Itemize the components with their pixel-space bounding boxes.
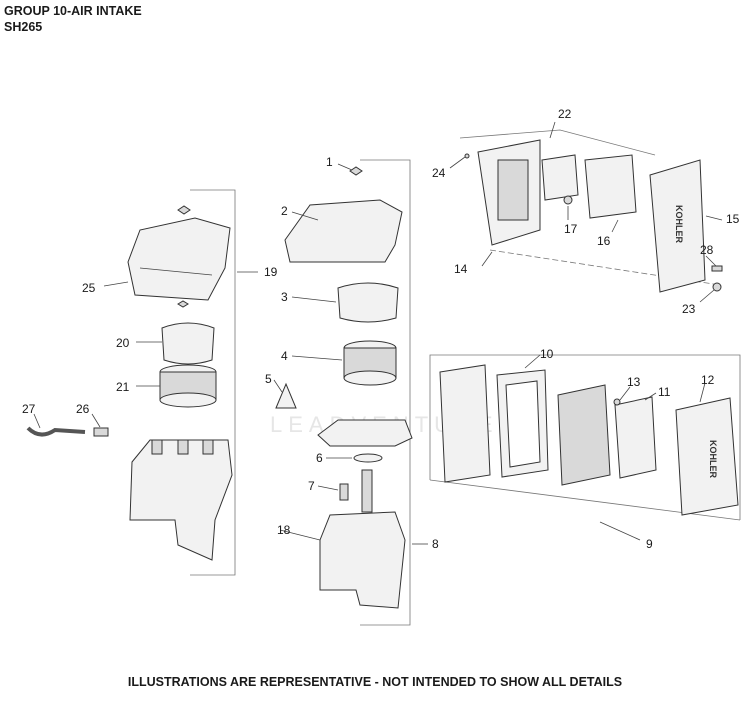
page-title: GROUP 10-AIR INTAKE xyxy=(4,4,142,18)
callout-1: 1 xyxy=(326,155,333,169)
hose-fitting-26 xyxy=(93,427,109,437)
callout-15: 15 xyxy=(726,212,740,226)
callout-6: 6 xyxy=(316,451,323,465)
model-code: SH265 xyxy=(4,20,43,34)
callout-11: 11 xyxy=(658,385,671,399)
kohler-logo-upper: KOHLER xyxy=(674,205,684,244)
callout-13: 13 xyxy=(627,375,641,389)
breather-hose-27 xyxy=(26,426,86,437)
callout-4: 4 xyxy=(281,349,288,363)
callout-16: 16 xyxy=(597,234,611,248)
callout-3: 3 xyxy=(281,290,288,304)
bolt-28 xyxy=(711,265,723,272)
nut-left xyxy=(177,300,189,308)
callout-7: 7 xyxy=(308,479,315,493)
callout-18: 18 xyxy=(277,523,291,537)
air-cleaner-cover-25 xyxy=(127,217,231,301)
callout-14: 14 xyxy=(454,262,468,276)
gasket-6 xyxy=(353,453,383,463)
left-assembly xyxy=(26,189,236,576)
leader-lines xyxy=(33,121,723,545)
precleaner-3 xyxy=(337,282,399,323)
stud-7 xyxy=(339,483,349,501)
callout-25: 25 xyxy=(82,281,96,295)
callout-20: 20 xyxy=(116,336,130,350)
bracket-9 xyxy=(429,354,741,520)
callout-17: 17 xyxy=(564,222,578,236)
callout-21: 21 xyxy=(116,380,130,394)
filter-16 xyxy=(584,154,637,219)
air-cleaner-cover-2 xyxy=(284,199,403,263)
lower-right-assembly: KOHLER xyxy=(429,354,741,521)
air-cleaner-cover-12 xyxy=(675,397,739,516)
callout-22: 22 xyxy=(558,107,572,121)
bracket-22 xyxy=(459,129,656,156)
callout-9: 9 xyxy=(646,537,653,551)
precleaner-frame xyxy=(557,384,611,486)
base-plate xyxy=(317,419,413,447)
upper-right-assembly: KOHLER xyxy=(459,129,723,293)
disclaimer-footer: ILLUSTRATIONS ARE REPRESENTATIVE - NOT I… xyxy=(127,675,623,689)
gasket-plate xyxy=(541,154,579,201)
callout-2: 2 xyxy=(281,204,288,218)
nut-13 xyxy=(613,398,621,406)
callout-10: 10 xyxy=(540,347,554,361)
callout-24: 24 xyxy=(432,166,446,180)
bracket-8 xyxy=(360,159,411,626)
callout-12: 12 xyxy=(701,373,715,387)
bracket-5 xyxy=(275,382,297,409)
air-cleaner-base-18 xyxy=(319,511,406,609)
bracket-19 xyxy=(190,189,236,576)
precleaner-20 xyxy=(161,322,215,365)
wing-nut-left xyxy=(177,205,191,215)
screw-24 xyxy=(464,153,470,159)
kohler-logo-lower: KOHLER xyxy=(708,440,718,479)
air-cleaner-cover-15 xyxy=(649,159,706,293)
callout-28: 28 xyxy=(700,243,714,257)
callout-27: 27 xyxy=(22,402,36,416)
filter-element-11 xyxy=(614,396,657,479)
air-cleaner-base-left xyxy=(129,439,233,561)
middle-assembly xyxy=(275,159,413,626)
nut-23 xyxy=(712,282,722,292)
wing-nut-1 xyxy=(349,166,363,176)
air-cleaner-base-lower xyxy=(439,364,491,483)
callout-26: 26 xyxy=(76,402,90,416)
callout-8: 8 xyxy=(432,537,439,551)
nut-17 xyxy=(563,195,573,205)
callout-5: 5 xyxy=(265,372,272,386)
callout-19: 19 xyxy=(264,265,278,279)
callout-23: 23 xyxy=(682,302,696,316)
callout-labels: 1 2 3 4 5 6 7 8 9 10 11 12 13 14 15 16 1… xyxy=(22,107,740,551)
